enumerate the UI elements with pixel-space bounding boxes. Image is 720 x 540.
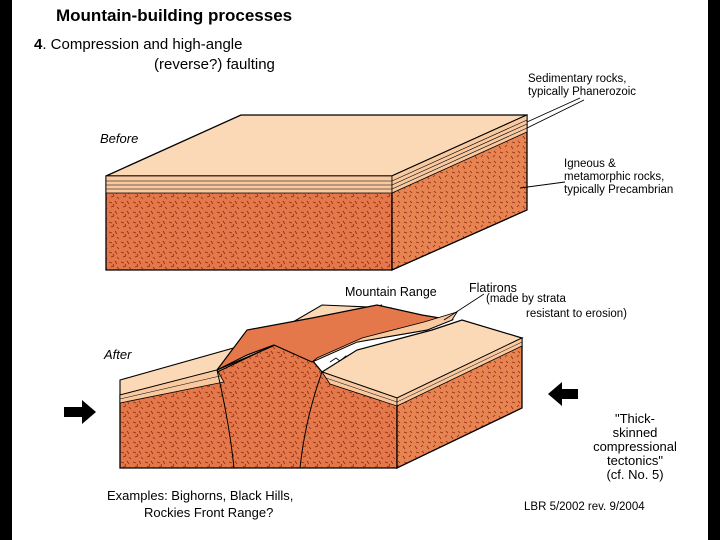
before-label: Before bbox=[100, 131, 139, 146]
before-strata bbox=[105, 114, 528, 194]
subtitle-line-1: 4. Compression and high-angle bbox=[34, 36, 242, 53]
arrow-left-icon bbox=[548, 382, 578, 406]
flatirons-note-2: resistant to erosion) bbox=[526, 308, 627, 320]
arrow-right-icon bbox=[64, 400, 96, 424]
sedimentary-label-line: typically Phanerozoic bbox=[528, 86, 637, 98]
subtitle-text-1: . Compression and high-angle bbox=[42, 36, 243, 53]
fault-left bbox=[216, 369, 235, 469]
slide: Mountain-building processes 4. Compressi… bbox=[12, 0, 708, 540]
subtitle-line-2: (reverse?) faulting bbox=[154, 56, 275, 73]
thick-skinned-line: "Thick- bbox=[614, 411, 655, 426]
thick-skinned-label: "Thick- skinned compressional tectonics"… bbox=[572, 412, 698, 482]
mountain-range-label: Mountain Range bbox=[345, 285, 437, 299]
examples-line-1: Examples: Bighorns, Black Hills, bbox=[107, 488, 294, 503]
thick-skinned-line: tectonics" bbox=[607, 453, 663, 468]
sedimentary-leader-2 bbox=[526, 99, 585, 129]
thick-skinned-line: compressional bbox=[593, 439, 677, 454]
examples-line-2: Rockies Front Range? bbox=[144, 505, 274, 520]
flatirons-leader bbox=[443, 293, 485, 321]
after-label: After bbox=[104, 347, 132, 362]
sedimentary-label-line: Sedimentary rocks, bbox=[528, 73, 627, 85]
sedimentary-label: Sedimentary rocks, typically Phanerozoic bbox=[528, 73, 636, 99]
igneous-leader bbox=[519, 181, 566, 189]
subtitle-number: 4 bbox=[34, 36, 43, 53]
block-diagrams bbox=[64, 97, 585, 470]
igneous-label-line: metamorphic rocks, bbox=[564, 171, 665, 183]
slide-title: Mountain-building processes bbox=[56, 6, 293, 25]
credit-label: LBR 5/2002 rev. 9/2004 bbox=[524, 501, 645, 513]
igneous-label-line: typically Precambrian bbox=[564, 184, 674, 196]
igneous-label: Igneous & metamorphic rocks, typically P… bbox=[564, 158, 673, 197]
flatirons-note-1: (made by strata bbox=[486, 293, 566, 305]
after-front-strata bbox=[119, 337, 523, 407]
thick-skinned-line: skinned bbox=[612, 425, 658, 440]
igneous-label-line: Igneous & bbox=[564, 158, 616, 170]
sedimentary-leader bbox=[526, 97, 581, 123]
before-block bbox=[105, 97, 585, 272]
fault-right bbox=[299, 371, 323, 469]
after-block bbox=[119, 293, 524, 470]
thick-skinned-line: (cf. No. 5) bbox=[606, 467, 664, 482]
flatirons-label: Flatirons bbox=[469, 281, 517, 295]
